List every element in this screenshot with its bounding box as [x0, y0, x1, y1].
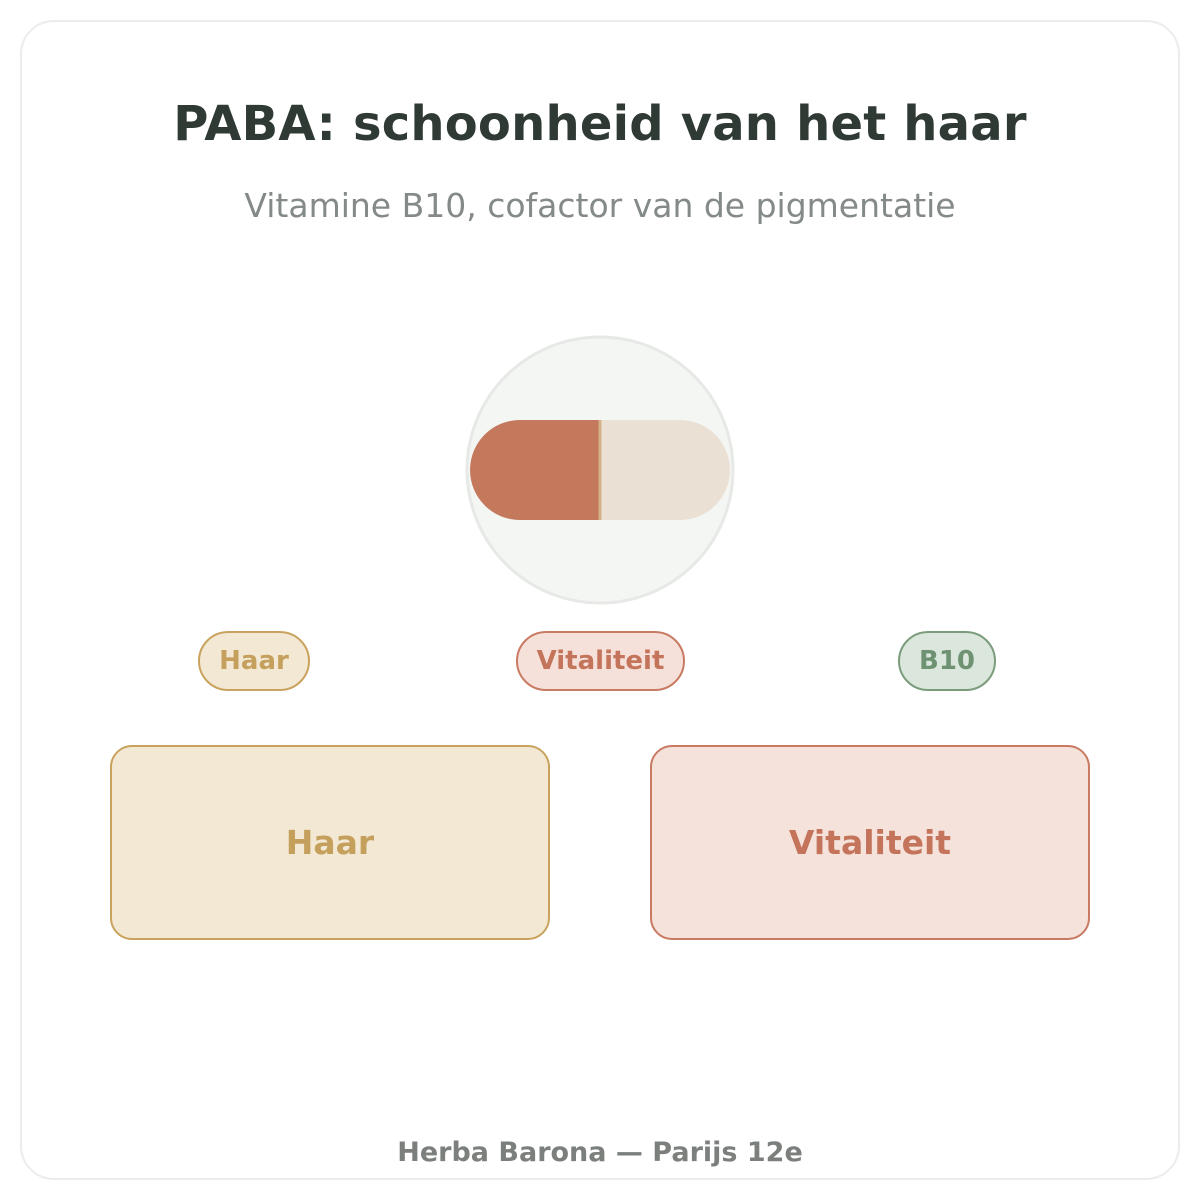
panel-haar: Haar — [110, 745, 550, 940]
tag-haar: Haar — [198, 631, 310, 691]
capsule-icon — [465, 335, 735, 605]
tag-b10: B10 — [898, 631, 996, 691]
footer-credit: Herba Barona — Parijs 12e — [397, 1137, 803, 1168]
capsule-right-half — [600, 420, 730, 520]
page-subtitle: Vitamine B10, cofactor van de pigmentati… — [244, 186, 956, 225]
panel-vitaliteit: Vitaliteit — [650, 745, 1090, 940]
capsule-left-half — [470, 420, 600, 520]
tag-vitaliteit: Vitaliteit — [516, 631, 685, 691]
capsule-illustration — [465, 335, 735, 605]
page-title: PABA: schoonheid van het haar — [173, 96, 1027, 152]
